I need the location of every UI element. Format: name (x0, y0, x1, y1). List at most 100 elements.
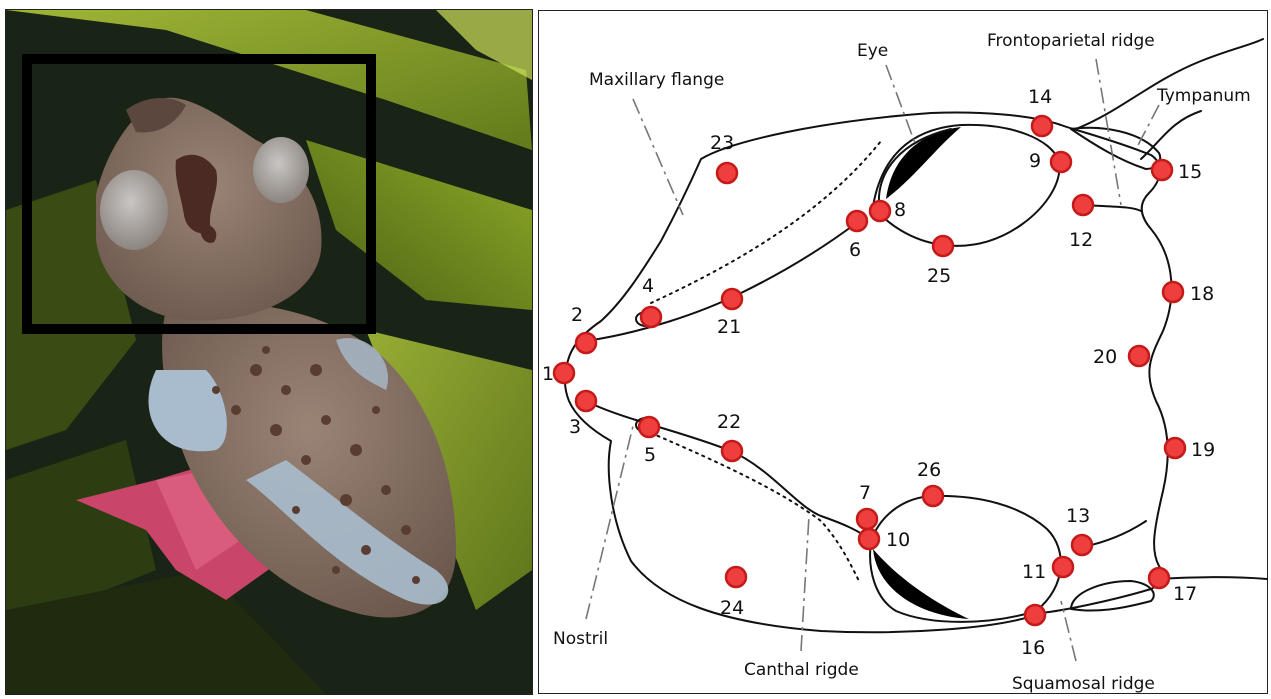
landmark-marker (870, 201, 890, 221)
landmark-marker (1163, 282, 1183, 302)
landmark-marker (1165, 438, 1185, 458)
landmark-number: 19 (1191, 439, 1215, 461)
frog-photo-panel (6, 10, 532, 694)
landmark-number: 6 (849, 239, 861, 261)
landmark-marker (933, 236, 953, 256)
landmark-marker (554, 363, 574, 383)
landmark-marker (1129, 346, 1149, 366)
landmark-number: 22 (717, 411, 741, 433)
landmark-number: 5 (644, 444, 656, 466)
landmark-11: 11 (1022, 557, 1073, 583)
landmark-number: 24 (720, 597, 744, 619)
landmark-number: 15 (1178, 161, 1202, 183)
landmark-7: 7 (857, 482, 877, 529)
landmark-number: 21 (717, 316, 741, 338)
landmark-marker (1072, 535, 1092, 555)
frog-photo (6, 10, 532, 694)
landmark-marker (1152, 160, 1172, 180)
landmark-number: 25 (927, 265, 951, 287)
landmark-number: 10 (886, 529, 910, 551)
frontoparietal-ridge-leader (1096, 59, 1121, 205)
landmark-number: 3 (569, 416, 581, 438)
landmark-9: 9 (1029, 150, 1071, 172)
landmark-number: 14 (1028, 86, 1052, 108)
maxillary-flange-leader (633, 99, 683, 215)
landmark-marker (726, 567, 746, 587)
upper-tympanum (1071, 128, 1160, 169)
landmark-14: 14 (1028, 86, 1052, 136)
landmark-13: 13 (1066, 505, 1092, 555)
landmark-10: 10 (859, 529, 910, 551)
landmark-22: 22 (717, 411, 742, 461)
squamosal-ridge-label: Squamosal ridge (1012, 674, 1155, 694)
landmark-diagram: Maxillary flange Eye Frontoparietal ridg… (539, 11, 1269, 695)
landmark-number: 4 (642, 275, 654, 297)
landmark-number: 9 (1029, 150, 1041, 172)
landmark-number: 12 (1069, 229, 1093, 251)
landmark-number: 13 (1066, 505, 1090, 527)
landmark-marker (1073, 195, 1093, 215)
upper-neck-line (1076, 39, 1263, 129)
landmark-17: 17 (1149, 568, 1197, 605)
eye-leader (886, 65, 916, 146)
landmark-21: 21 (717, 289, 742, 338)
landmark-20: 20 (1093, 346, 1149, 368)
landmark-marker (722, 441, 742, 461)
landmark-marker (1025, 605, 1045, 625)
landmark-26: 26 (917, 459, 943, 506)
landmark-marker (1032, 116, 1052, 136)
landmark-6: 6 (847, 211, 867, 261)
landmark-marker (847, 211, 867, 231)
landmark-number: 11 (1022, 561, 1046, 583)
landmark-number: 23 (710, 132, 734, 154)
upper-neck-line-2 (1141, 111, 1201, 159)
frontoparietal-ridge-label: Frontoparietal ridge (987, 31, 1155, 51)
frog-eye (100, 170, 168, 250)
landmark-marker (576, 333, 596, 353)
landmark-24: 24 (720, 567, 746, 619)
landmark-marker (576, 391, 596, 411)
landmark-number: 18 (1190, 283, 1214, 305)
lower-neck-line (1156, 577, 1267, 579)
landmark-diagram-panel: Maxillary flange Eye Frontoparietal ridg… (538, 10, 1268, 694)
landmark-18: 18 (1163, 282, 1214, 305)
landmark-number: 20 (1093, 346, 1117, 368)
landmark-15: 15 (1152, 160, 1202, 183)
landmark-number: 8 (894, 199, 906, 221)
landmark-number: 2 (571, 304, 583, 326)
landmark-8: 8 (870, 199, 906, 221)
landmark-number: 17 (1173, 583, 1197, 605)
landmark-number: 16 (1021, 637, 1045, 659)
frog-eye (253, 137, 309, 203)
landmark-marker (722, 289, 742, 309)
landmark-marker (1051, 152, 1071, 172)
landmark-marker (1053, 557, 1073, 577)
landmark-number: 26 (917, 459, 941, 481)
landmark-marker (717, 163, 737, 183)
landmark-19: 19 (1165, 438, 1215, 461)
landmark-marker (923, 486, 943, 506)
landmark-12: 12 (1069, 195, 1093, 251)
landmark-16: 16 (1021, 605, 1045, 659)
tympanum-label: Tympanum (1156, 86, 1251, 106)
landmark-3: 3 (569, 391, 596, 438)
landmark-marker (857, 509, 877, 529)
eye-label: Eye (857, 41, 888, 61)
landmark-1: 1 (542, 363, 574, 385)
lower-canthal-dots (651, 433, 859, 581)
nostril-label: Nostril (553, 629, 608, 649)
canthal-ridge-label: Canthal rigde (744, 660, 859, 680)
landmark-marker (639, 417, 659, 437)
landmark-4: 4 (641, 275, 661, 327)
landmark-marker (641, 307, 661, 327)
landmark-marker (859, 529, 879, 549)
landmark-number: 7 (859, 482, 871, 504)
landmark-23: 23 (710, 132, 737, 183)
maxillary-flange-label: Maxillary flange (589, 70, 724, 90)
lower-eye-pupil (873, 549, 969, 619)
lower-eye-outline (870, 496, 1061, 622)
landmark-5: 5 (639, 417, 659, 466)
landmark-number: 1 (542, 363, 554, 385)
landmark-marker (1149, 568, 1169, 588)
